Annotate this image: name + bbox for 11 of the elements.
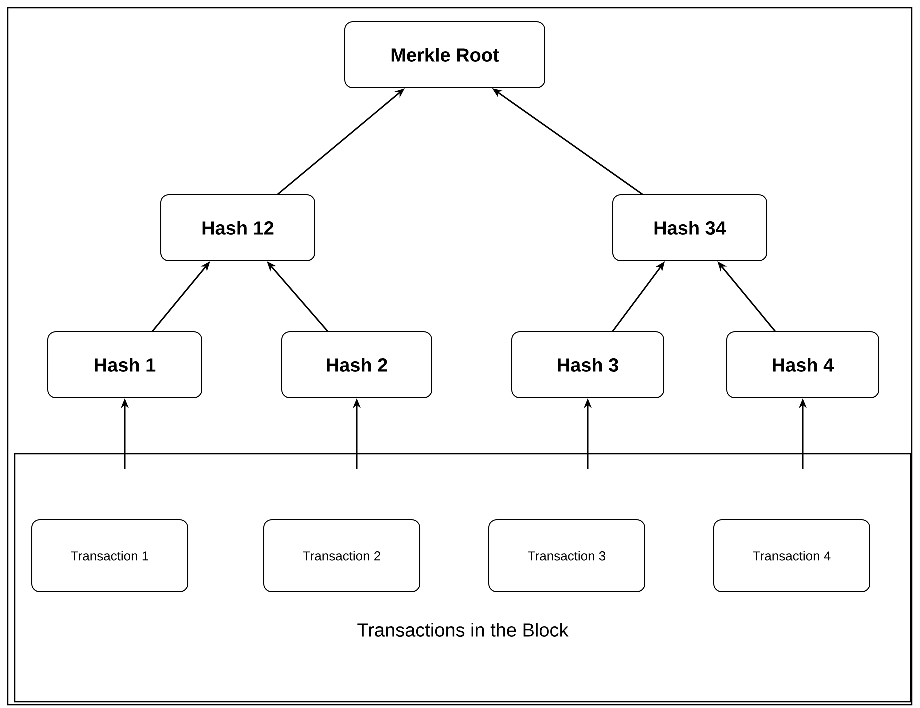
hash-box: Hash 2 <box>282 331 432 398</box>
hash-box: Hash 1 <box>48 331 202 398</box>
hash-box: Hash 12 <box>160 194 316 262</box>
hash-box: Hash 3 <box>512 331 664 398</box>
transaction-box: Transaction 2 <box>264 519 420 592</box>
transaction-box: Transaction 4 <box>714 519 870 592</box>
transaction-box: Transaction 3 <box>488 519 646 592</box>
hash-box: Hash 4 <box>726 331 880 398</box>
transaction-box: Transaction 1 <box>32 519 188 592</box>
hash-box: Merkle Root <box>344 21 546 88</box>
hash-box: Hash 34 <box>612 194 768 262</box>
